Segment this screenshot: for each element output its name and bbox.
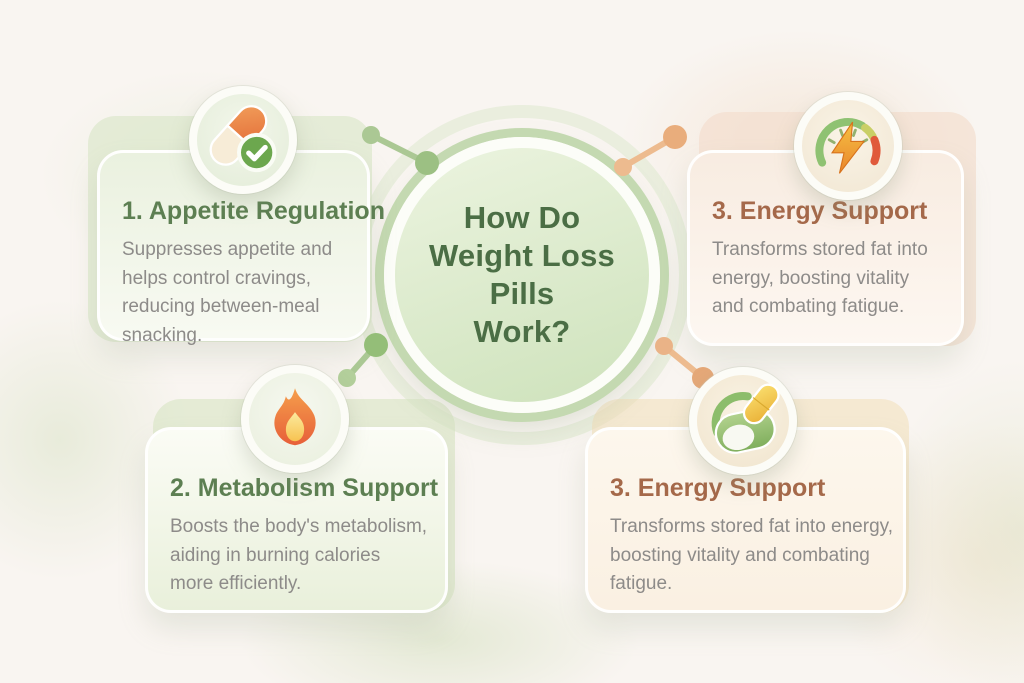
card-title: 1. Appetite Regulation [122, 197, 385, 225]
pill-check-icon-graphic [209, 105, 277, 173]
card-title: 2. Metabolism Support [170, 474, 439, 502]
body-line: energy, boosting vitality [712, 267, 910, 289]
card-metabolism-support: 2. Metabolism Support Boosts the body's … [145, 427, 448, 613]
pills-icon-graphic [711, 383, 780, 454]
pill-check-icon [189, 86, 297, 194]
card-body: Transforms stored fat into energy, boost… [610, 513, 894, 599]
body-line: reducing between-meal [122, 296, 320, 317]
title-line: Pills [489, 276, 555, 311]
body-line: helps control cravings, [122, 267, 312, 289]
gauge-lightning-icon-graphic [815, 118, 881, 174]
flame-icon [241, 365, 349, 473]
card-body: Suppresses appetite and helps control cr… [122, 236, 349, 350]
gauge-lightning-icon [794, 92, 902, 200]
infographic-title: How Do Weight Loss Pills Work? [429, 199, 615, 351]
body-line: aiding in burning calories [170, 544, 381, 566]
flame-icon-graphic [274, 388, 316, 446]
body-line: Boosts the body's metabolism, [170, 516, 428, 537]
title-line: How Do [463, 200, 581, 235]
card-energy-support-bottom: 3. Energy Support Transforms stored fat … [585, 427, 906, 613]
body-line: Suppresses appetite and [122, 239, 333, 260]
card-title: 3. Energy Support [610, 474, 826, 502]
card-body: Transforms stored fat into energy, boost… [712, 236, 943, 322]
body-line: more efficiently. [170, 573, 302, 594]
body-line: fatigue. [610, 573, 673, 594]
body-line: boosting vitality and combating [610, 544, 870, 566]
title-line: Work? [473, 314, 571, 349]
title-line: Weight Loss [429, 238, 615, 273]
body-line: Transforms stored fat into [712, 239, 928, 260]
body-line: Transforms stored fat into energy, [610, 516, 894, 537]
card-title: 3. Energy Support [712, 197, 928, 225]
pills-icon [689, 367, 797, 475]
body-line: snacking. [122, 324, 203, 346]
body-line: and combating fatigue. [712, 296, 905, 317]
card-body: Boosts the body's metabolism, aiding in … [170, 513, 427, 599]
center-circle: How Do Weight Loss Pills Work? [384, 137, 660, 413]
